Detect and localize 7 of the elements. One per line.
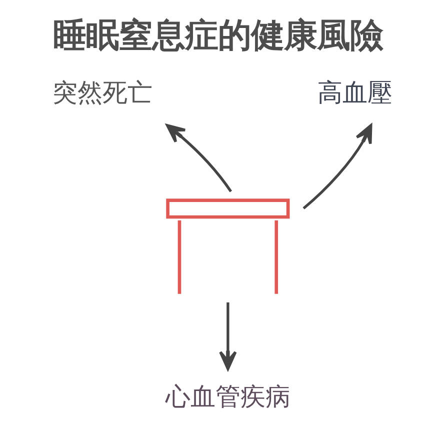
node-text: 高血壓 [316, 78, 392, 107]
arrow [218, 302, 236, 370]
arrow [302, 124, 372, 210]
node-text: 突然死亡 [52, 78, 152, 107]
diagram-title: 睡眠窒息症的健康風險 [52, 16, 382, 55]
node-text: 心血管疾病 [164, 382, 290, 411]
arrow [166, 124, 232, 192]
